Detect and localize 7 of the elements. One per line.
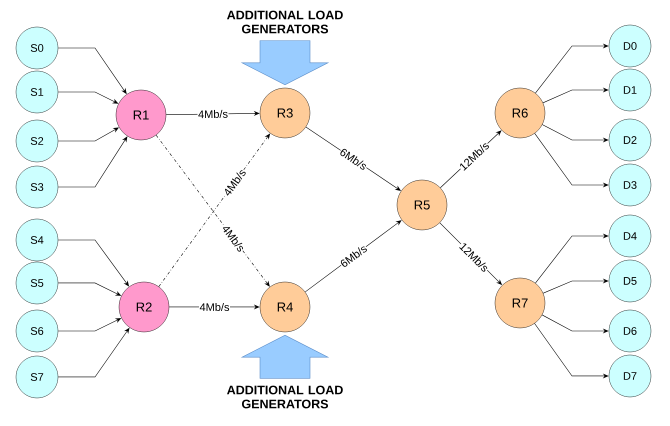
block-arrow bbox=[240, 334, 330, 379]
generator-label: ADDITIONAL LOAD GENERATORS bbox=[227, 10, 343, 34]
arrow bbox=[58, 92, 118, 104]
edge-label: 4Mb/s bbox=[199, 302, 230, 312]
generator-label: ADDITIONAL LOAD GENERATORS bbox=[227, 386, 343, 408]
block-arrow bbox=[240, 40, 330, 86]
edge-label: 4Mb/s bbox=[197, 109, 229, 119]
